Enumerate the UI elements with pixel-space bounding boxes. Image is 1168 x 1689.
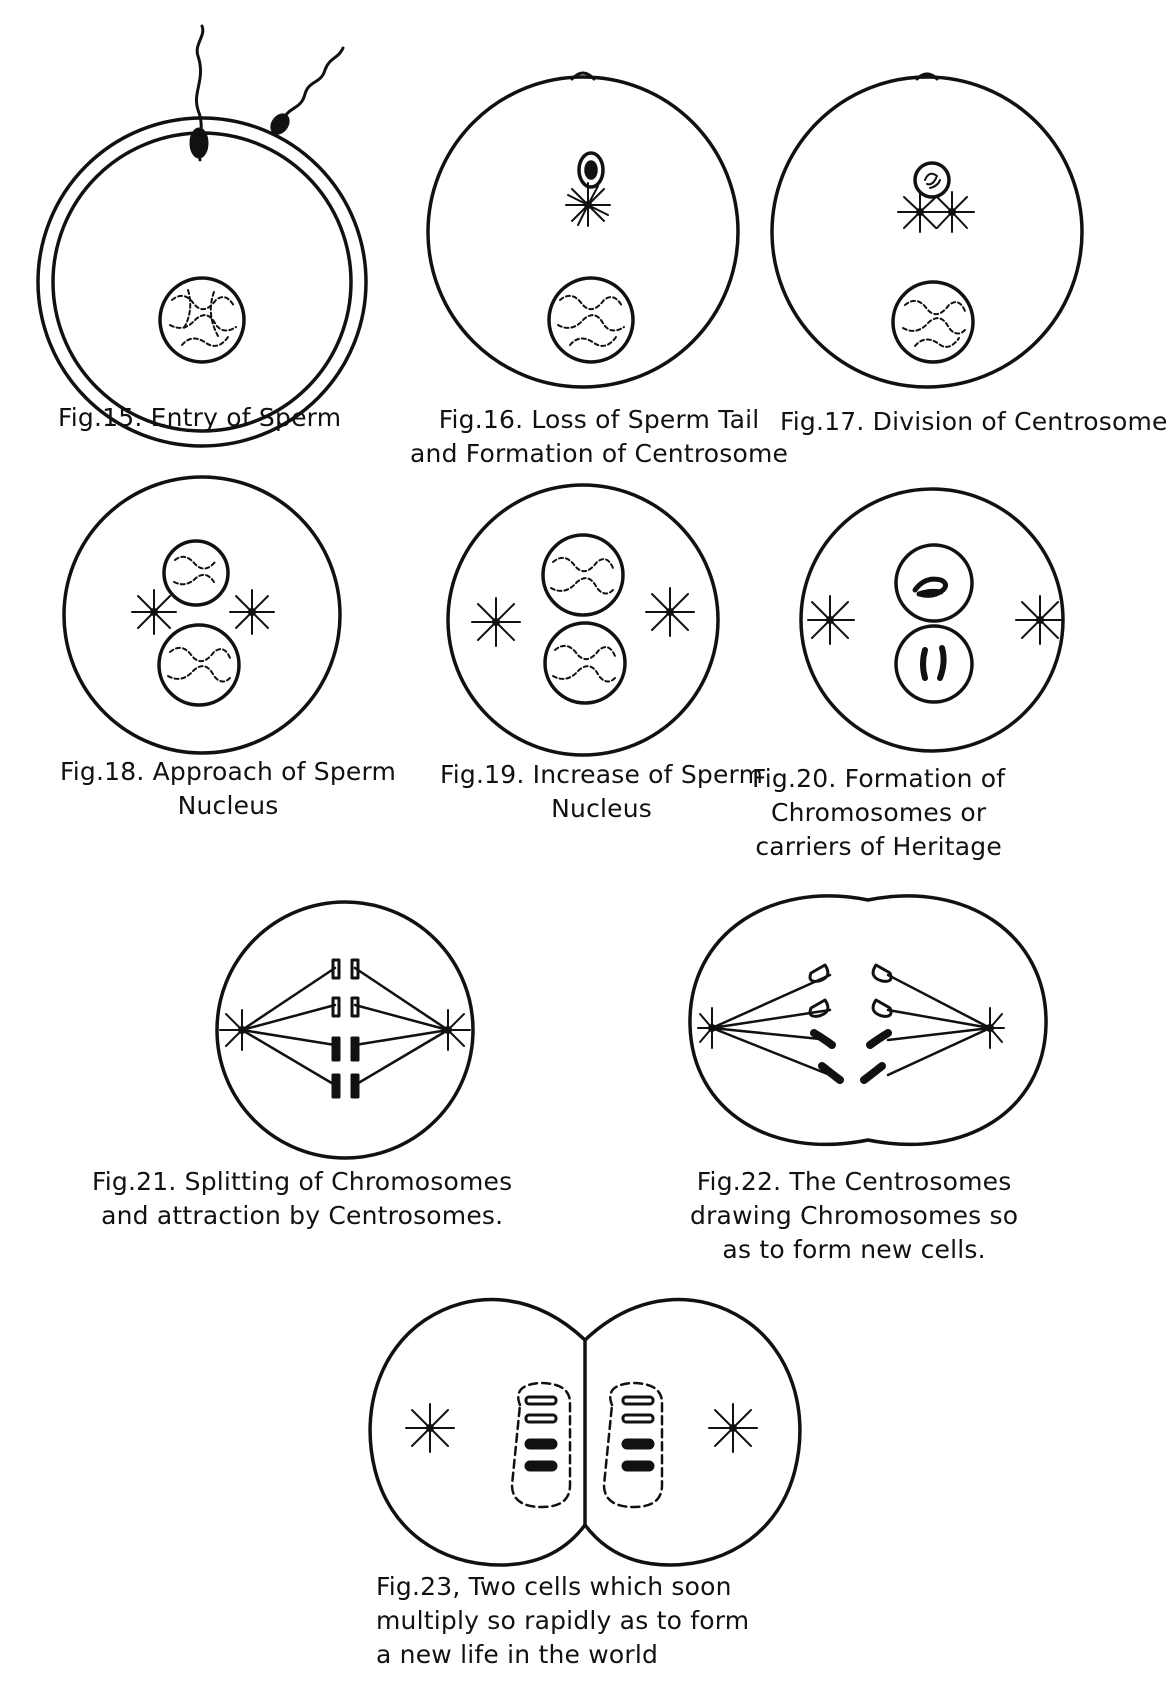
- sperm-head: [577, 151, 605, 189]
- centrosome-aster-left: [131, 589, 177, 635]
- nuclear-envelope-left: [510, 1381, 572, 1509]
- fig23-cells: [368, 1297, 802, 1567]
- egg-nucleus: [543, 621, 627, 705]
- fig20-cell: [799, 487, 1065, 753]
- centrosome-aster-right: [444, 1009, 471, 1051]
- centrosome-aster-left: [697, 1007, 716, 1049]
- fig18-cell: [62, 475, 342, 755]
- centrosome-aster: [565, 182, 611, 227]
- egg-nucleus: [547, 276, 635, 364]
- fig18-caption: Fig.18. Approach of Sperm Nucleus: [60, 755, 396, 823]
- spindle: [710, 973, 992, 1077]
- centrosome-aster-left: [219, 1009, 246, 1051]
- centrosome-aster-right: [645, 587, 695, 637]
- fig15-caption-line1: Fig.15. Entry of Sperm: [58, 403, 342, 432]
- fig22-cell: [688, 894, 1048, 1146]
- fig20-caption-line1: Fig.20. Formation of: [752, 764, 1006, 793]
- fig17-cell: [770, 72, 1084, 389]
- fig18-caption-line1: Fig.18. Approach of Sperm: [60, 757, 397, 786]
- spindle: [240, 966, 450, 1087]
- centrosome-aster-left: [807, 595, 855, 645]
- chromatin-network: [169, 289, 237, 347]
- centrosome-aster-left: [897, 191, 943, 233]
- fig21-caption-line2: and attraction by Centrosomes.: [101, 1201, 504, 1230]
- fig19-caption: Fig.19. Increase of Sperm Nucleus: [440, 758, 763, 826]
- fig16-caption-line2: and Formation of Centrosome: [410, 439, 789, 468]
- fig21-caption: Fig.21. Splitting of Chromosomes and att…: [92, 1165, 512, 1233]
- fig23-caption-line2: multiply so rapidly as to form: [376, 1606, 750, 1635]
- centrosome-aster-right: [708, 1403, 758, 1453]
- chromosomes-split: [331, 958, 360, 1099]
- centrosome-aster-left: [471, 597, 521, 647]
- fig23-caption-line3: a new life in the world: [376, 1640, 659, 1669]
- fig16-caption: Fig.16. Loss of Sperm Tail and Formation…: [410, 403, 788, 471]
- fig17-caption-line1: Fig.17. Division of Centrosome: [780, 407, 1168, 436]
- fig20-caption-line2: Chromosomes or: [770, 798, 987, 827]
- chromosomes-separating: [808, 963, 893, 1084]
- fig22-caption-line1: Fig.22. The Centrosomes: [696, 1167, 1012, 1196]
- chromosomes-right: [621, 1395, 655, 1472]
- fig18-caption-line2: Nucleus: [177, 791, 279, 820]
- fig22-caption-line3: as to form new cells.: [722, 1235, 986, 1264]
- fig22-caption-line2: drawing Chromosomes so: [690, 1201, 1019, 1230]
- fig21-cell: [215, 900, 475, 1160]
- fig23-caption: Fig.23, Two cells which soon multiply so…: [376, 1570, 749, 1672]
- centrosome-aster-right: [986, 1007, 1005, 1049]
- fig20-caption: Fig.20. Formation of Chromosomes or carr…: [752, 762, 1005, 864]
- fig19-caption-line1: Fig.19. Increase of Sperm: [440, 760, 764, 789]
- sperm-nucleus: [162, 539, 230, 607]
- nuclear-envelope-right: [602, 1381, 664, 1509]
- nucleus-upper: [894, 543, 974, 623]
- egg-nucleus: [891, 280, 975, 364]
- fig21-caption-line1: Fig.21. Splitting of Chromosomes: [92, 1167, 513, 1196]
- fig16-caption-line1: Fig.16. Loss of Sperm Tail: [438, 405, 760, 434]
- centrosome-aster-right: [1015, 595, 1063, 645]
- centrosome-aster-right: [229, 589, 275, 635]
- chromosomes-left: [524, 1395, 558, 1472]
- fig20-caption-line3: carriers of Heritage: [755, 832, 1002, 861]
- fig23-caption-line1: Fig.23, Two cells which soon: [376, 1572, 732, 1601]
- centrosome-aster-right: [931, 191, 975, 233]
- sperm-entering: [189, 24, 345, 162]
- egg-nucleus: [158, 276, 246, 364]
- fig16-cell: [426, 71, 740, 389]
- centrosome-aster-left: [405, 1403, 455, 1453]
- fig15-caption: Fig.15. Entry of Sperm: [58, 401, 341, 435]
- fig22-caption: Fig.22. The Centrosomes drawing Chromoso…: [690, 1165, 1018, 1267]
- fig17-caption: Fig.17. Division of Centrosome: [780, 405, 1168, 439]
- egg-nucleus: [157, 623, 241, 707]
- fig19-cell: [446, 483, 720, 757]
- fig19-caption-line2: Nucleus: [551, 794, 653, 823]
- fig15-cell: [36, 24, 368, 448]
- sperm-nucleus: [541, 533, 625, 617]
- sperm-nucleus: [913, 161, 951, 199]
- nucleus-lower: [894, 624, 974, 704]
